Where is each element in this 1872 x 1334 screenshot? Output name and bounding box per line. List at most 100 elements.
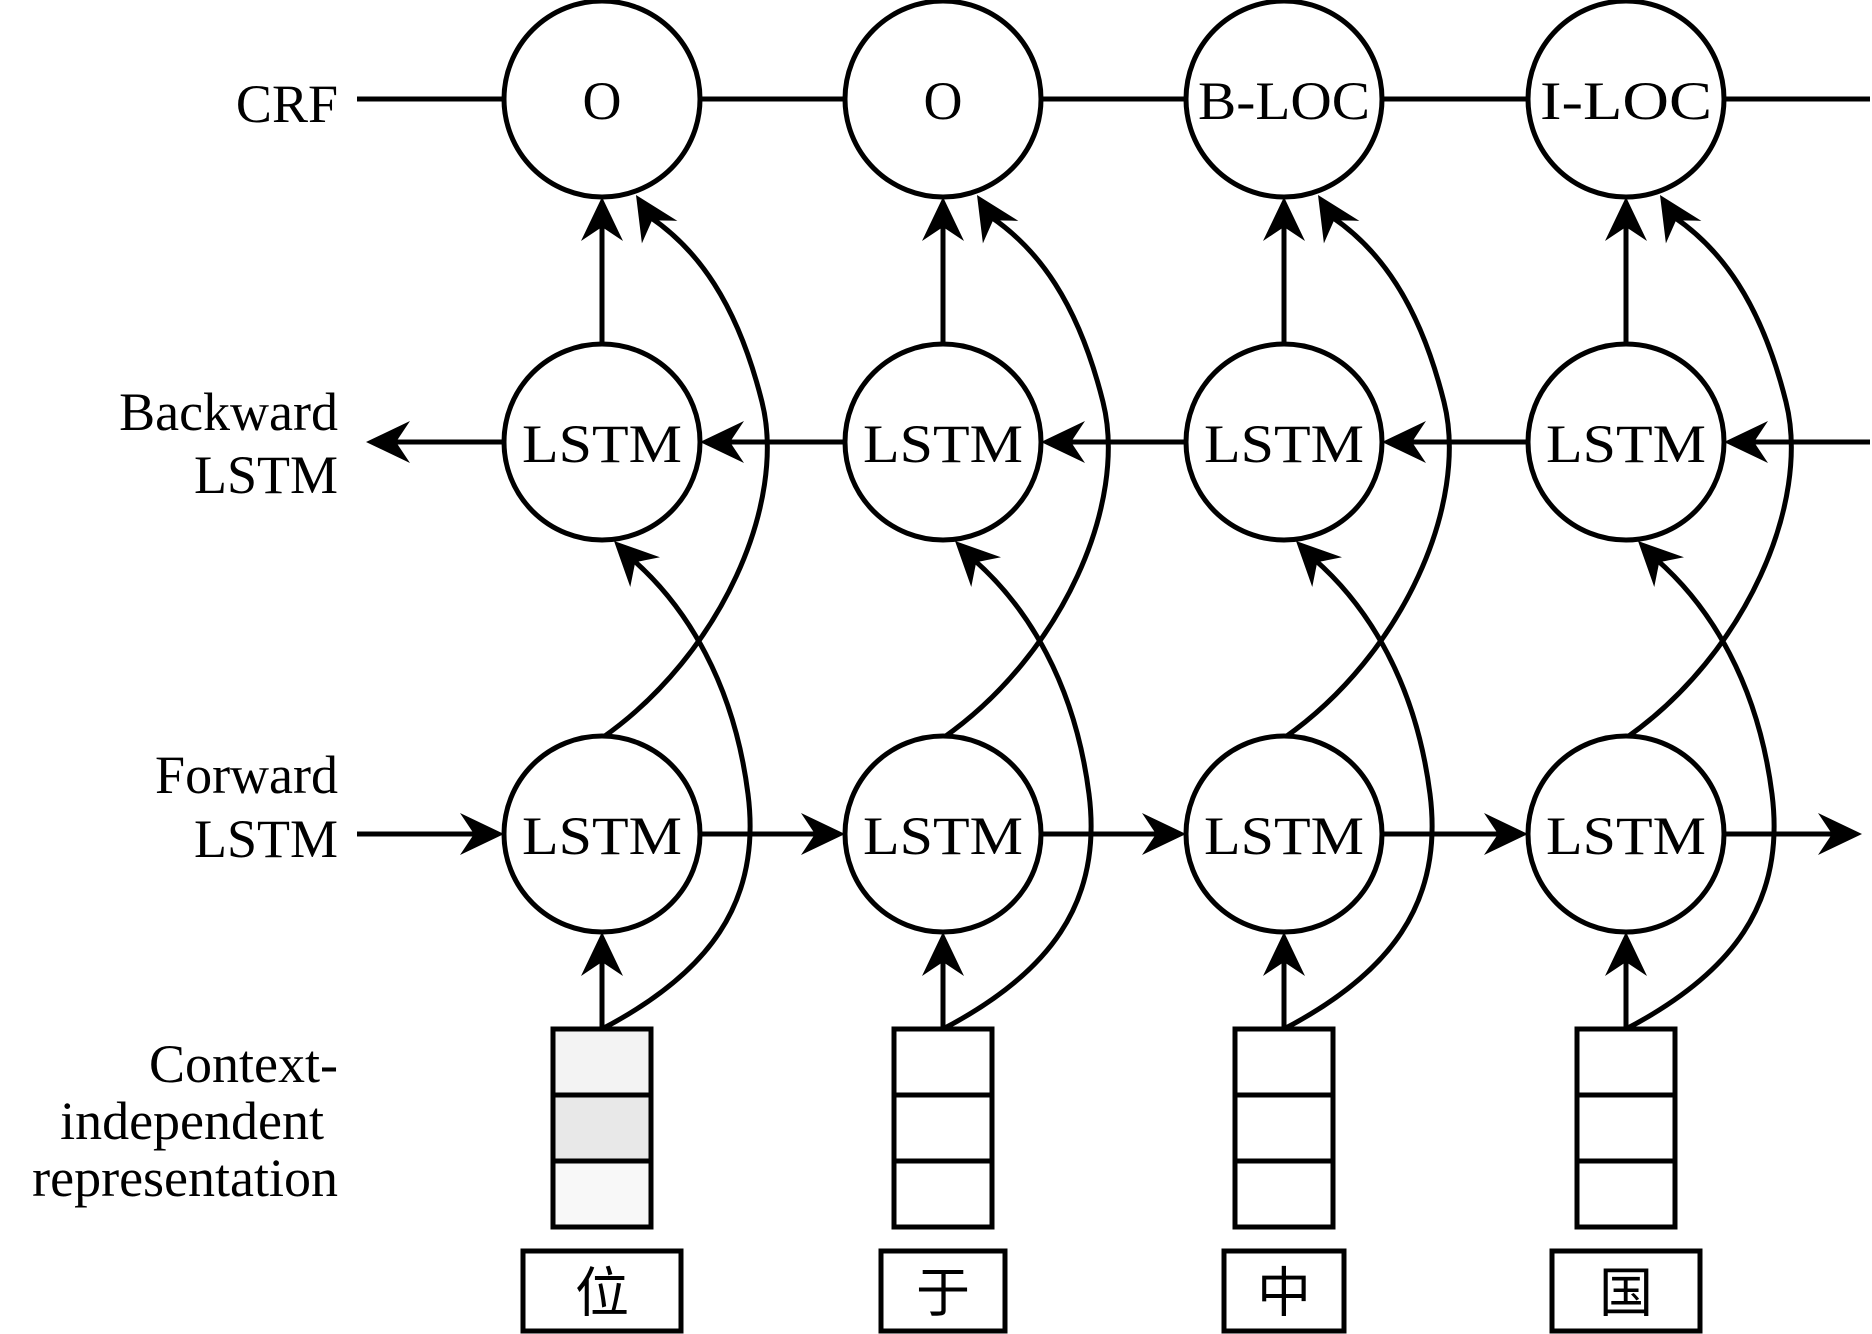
backward-lstm-node: LSTM	[1183, 341, 1385, 543]
row-label-forward-line1: Forward	[155, 745, 338, 805]
backward-lstm-circle	[1183, 341, 1385, 543]
crf-node-circle	[1183, 0, 1385, 200]
forward-lstm-circle	[842, 733, 1044, 935]
token-box: 国	[1549, 1248, 1703, 1334]
embedding-cell	[891, 1092, 995, 1164]
embedding-cell	[1232, 1026, 1336, 1098]
forward-lstm-label: LSTM	[1546, 806, 1706, 866]
embedding-cell	[550, 1158, 654, 1230]
backward-lstm-node: LSTM	[1525, 341, 1727, 543]
embedding-cell	[1574, 1158, 1678, 1230]
row-labels: CRF Backward LSTM Forward LSTM Context- …	[32, 74, 338, 1208]
token-box: 于	[878, 1248, 1008, 1334]
crf-node: B-LOC	[1183, 0, 1385, 200]
token-box: 中	[1221, 1248, 1347, 1334]
forward-lstm-node: LSTM	[1183, 733, 1385, 935]
crf-tag-label: B-LOC	[1198, 71, 1370, 131]
backward-arrow-icon	[1382, 421, 1426, 463]
crf-node-circle	[1525, 0, 1727, 200]
input-to-forward-arrow-icon	[1263, 932, 1305, 976]
row-label-crf: CRF	[236, 74, 338, 134]
embedding-vector	[550, 1026, 654, 1230]
forward-output-arrow-icon	[1818, 813, 1862, 855]
input-to-forward-arrow-icon	[1605, 932, 1647, 976]
backward-lstm-node: LSTM	[501, 341, 703, 543]
backward-arrow-icon	[1724, 421, 1768, 463]
forward-to-crf-arrow-icon	[636, 195, 678, 244]
forward-lstm-label: LSTM	[522, 806, 682, 866]
embedding-cell	[891, 1026, 995, 1098]
row-label-backward-line2: LSTM	[194, 445, 338, 505]
row-label-representation-line1: Context-	[149, 1034, 338, 1094]
embedding-cell	[891, 1158, 995, 1230]
backward-lstm-circle	[842, 341, 1044, 543]
crf-node-circle	[501, 0, 703, 200]
backward-lstm-label: LSTM	[863, 414, 1023, 474]
forward-arrow-icon	[460, 813, 504, 855]
forward-lstm-label: LSTM	[1204, 806, 1364, 866]
crf-node: O	[842, 0, 1044, 200]
crf-tag-label: O	[924, 71, 963, 131]
nodes-layer: O LSTM LSTM 位 O LSTM LSTM 于 B-LOC LSTM LSTM 中 I-LOC L…	[501, 0, 1727, 1334]
backward-to-crf-arrow-icon	[1605, 197, 1647, 241]
input-to-backward-curve	[600, 557, 753, 1032]
backward-lstm-label: LSTM	[1204, 414, 1364, 474]
forward-lstm-label: LSTM	[863, 806, 1023, 866]
backward-lstm-circle	[501, 341, 703, 543]
row-label-forward-line2: LSTM	[194, 809, 338, 869]
edges-layer	[357, 96, 1870, 1032]
crf-node: I-LOC	[1525, 0, 1727, 200]
backward-output-arrow-icon	[366, 421, 410, 463]
token-box-border	[520, 1248, 684, 1334]
forward-to-crf-curve	[1282, 214, 1452, 741]
row-label-representation-line2: independent	[60, 1091, 324, 1151]
forward-arrow-icon	[1484, 813, 1528, 855]
backward-arrow-icon	[700, 421, 744, 463]
forward-lstm-node: LSTM	[1525, 733, 1727, 935]
token-box-border	[878, 1248, 1008, 1334]
token-label: 中	[1257, 1262, 1311, 1325]
forward-arrow-icon	[1142, 813, 1186, 855]
embedding-cell	[1232, 1158, 1336, 1230]
backward-arrow-icon	[1041, 421, 1085, 463]
backward-to-crf-arrow-icon	[1263, 197, 1305, 241]
embedding-vector	[1574, 1026, 1678, 1230]
input-to-backward-curve	[941, 557, 1094, 1032]
input-to-forward-arrow-icon	[581, 932, 623, 976]
row-label-backward-line1: Backward	[119, 382, 338, 442]
input-to-backward-curve	[1624, 557, 1777, 1032]
token-label: 位	[575, 1262, 629, 1325]
forward-to-crf-curve	[941, 214, 1111, 741]
token-box: 位	[520, 1248, 684, 1334]
backward-to-crf-arrow-icon	[922, 197, 964, 241]
embedding-cell	[1574, 1026, 1678, 1098]
backward-lstm-label: LSTM	[1546, 414, 1706, 474]
crf-node-circle	[842, 0, 1044, 200]
embedding-cell	[1574, 1092, 1678, 1164]
forward-to-crf-curve	[600, 214, 770, 741]
token-label: 国	[1599, 1262, 1653, 1325]
input-to-backward-arrow-icon	[1638, 541, 1684, 587]
embedding-cell	[1232, 1092, 1336, 1164]
token-box-border	[1221, 1248, 1347, 1334]
input-to-backward-arrow-icon	[614, 541, 660, 587]
crf-node: O	[501, 0, 703, 200]
forward-lstm-circle	[1183, 733, 1385, 935]
embedding-cell	[550, 1026, 654, 1098]
forward-lstm-node: LSTM	[842, 733, 1044, 935]
input-to-backward-arrow-icon	[955, 541, 1001, 587]
backward-lstm-node: LSTM	[842, 341, 1044, 543]
forward-to-crf-arrow-icon	[1660, 195, 1702, 244]
embedding-cell	[550, 1092, 654, 1164]
crf-tag-label: O	[583, 71, 622, 131]
forward-to-crf-arrow-icon	[977, 195, 1019, 244]
forward-to-crf-curve	[1624, 214, 1794, 741]
token-label: 于	[916, 1262, 970, 1325]
forward-arrow-icon	[801, 813, 845, 855]
input-to-forward-arrow-icon	[922, 932, 964, 976]
input-to-backward-curve	[1282, 557, 1435, 1032]
embedding-vector	[891, 1026, 995, 1230]
embedding-vector	[1232, 1026, 1336, 1230]
forward-to-crf-arrow-icon	[1318, 195, 1360, 244]
